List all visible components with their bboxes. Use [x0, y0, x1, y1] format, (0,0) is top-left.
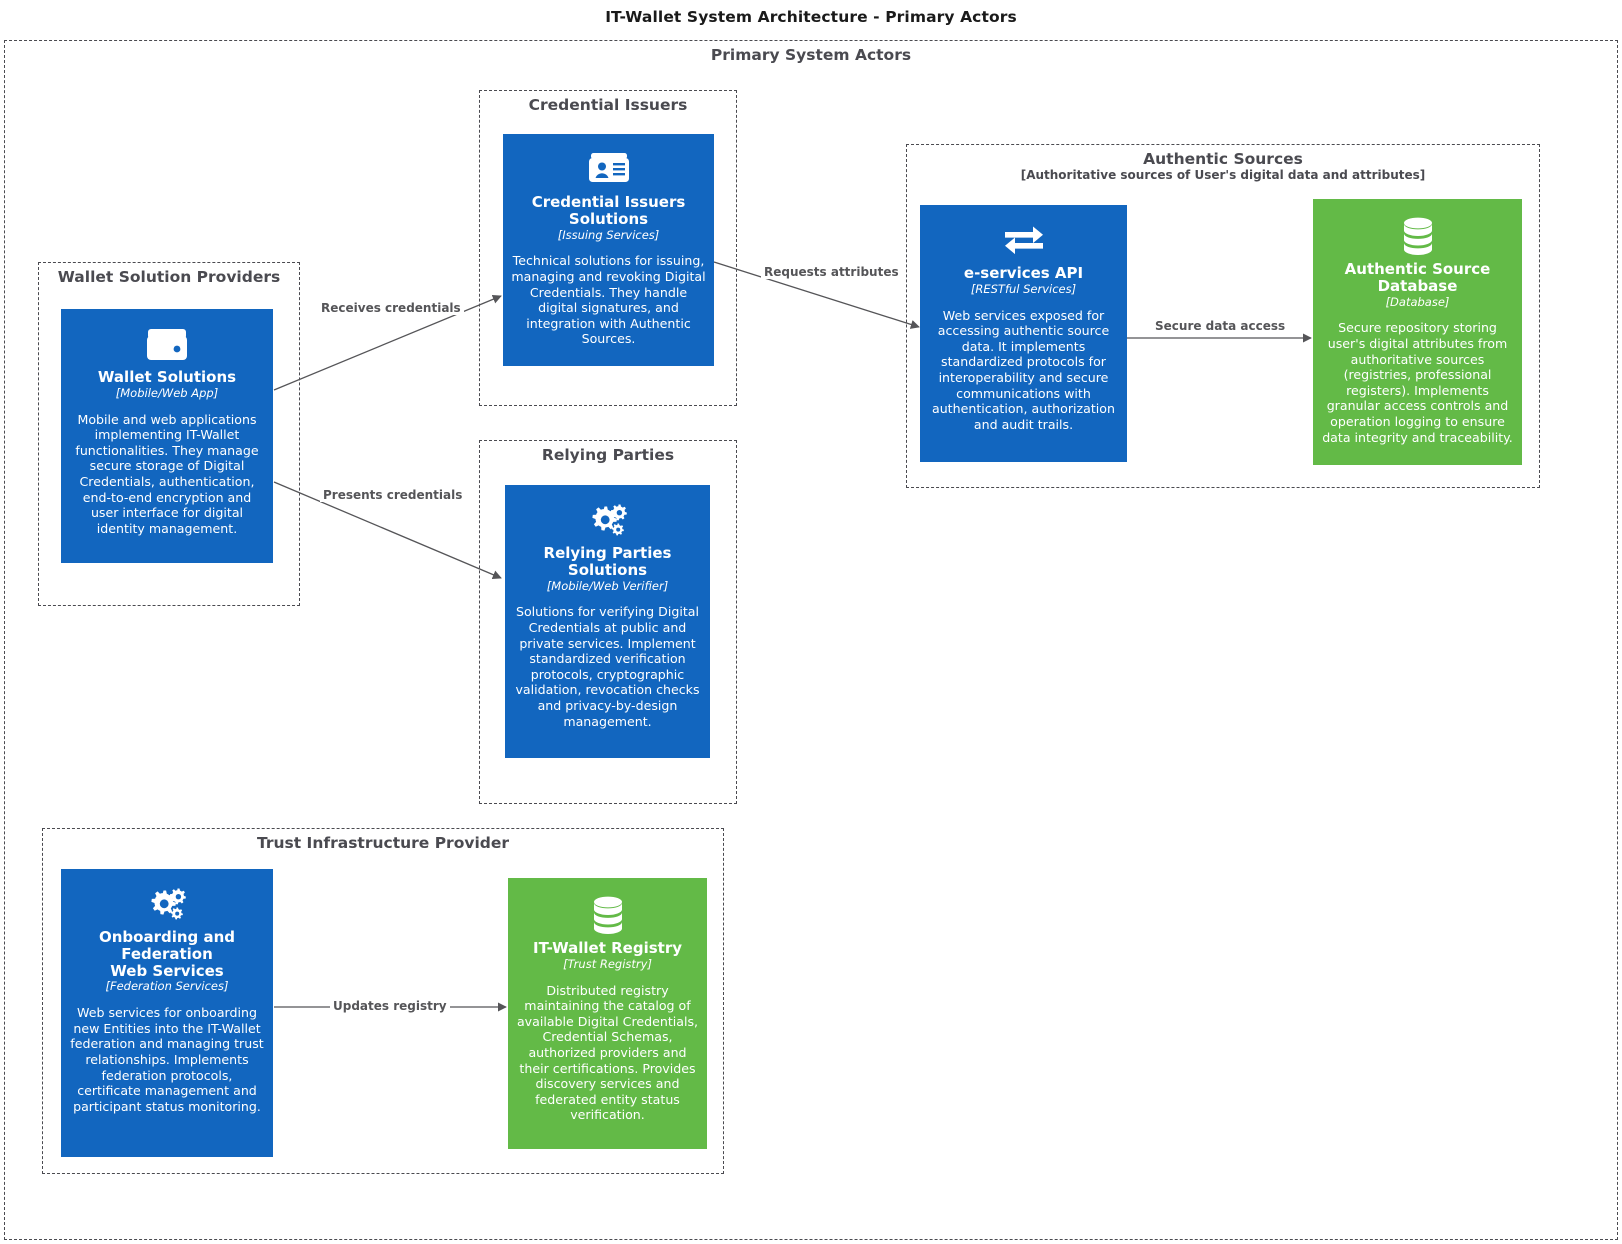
node-description: Technical solutions for issuing, managin…	[511, 253, 706, 347]
exchange-arrows-icon	[1001, 221, 1047, 259]
group-relying-parties-label: Relying Parties	[541, 446, 675, 464]
node-description: Distributed registry maintaining the cat…	[516, 982, 699, 1123]
node-description: Secure repository storing user's digital…	[1322, 320, 1513, 445]
node-stereotype: [RESTful Services]	[970, 281, 1077, 296]
wallet-icon	[145, 325, 189, 363]
node-stereotype: [Database]	[1385, 294, 1450, 309]
node-title-line3: Web Services	[110, 961, 224, 980]
group-trust-infrastructure-provider-label: Trust Infrastructure Provider	[256, 834, 510, 852]
node-title: Authentic Source Database	[1344, 260, 1491, 295]
node-eservices-api[interactable]: e-services API [RESTful Services] Web se…	[920, 205, 1127, 462]
group-primary-system-actors	[4, 40, 1618, 1240]
edge-label-updates-registry: Updates registry	[330, 999, 450, 1013]
gears-icon	[145, 885, 189, 923]
edge-label-requests-attributes: Requests attributes	[761, 265, 902, 279]
node-title: Relying Parties Solutions	[543, 544, 672, 579]
node-itwallet-registry[interactable]: IT-Wallet Registry [Trust Registry] Dist…	[508, 878, 707, 1149]
node-description: Solutions for verifying Digital Credenti…	[515, 604, 700, 729]
group-primary-system-actors-label: Primary System Actors	[710, 46, 912, 64]
node-stereotype: [Mobile/Web App]	[115, 385, 219, 400]
node-title-line2: Federation	[121, 944, 213, 963]
node-credential-issuers-solutions[interactable]: Credential Issuers Solutions [Issuing Se…	[503, 134, 714, 366]
group-authentic-sources-subtitle: [Authoritative sources of User's digital…	[1020, 168, 1426, 182]
node-description: Web services for onboarding new Entities…	[70, 1005, 264, 1114]
node-wallet-solutions[interactable]: Wallet Solutions [Mobile/Web App] Mobile…	[61, 309, 273, 563]
page-title: IT-Wallet System Architecture - Primary …	[605, 8, 1017, 26]
node-stereotype: [Mobile/Web Verifier]	[546, 578, 669, 593]
node-title: Wallet Solutions	[97, 368, 237, 386]
node-title: e-services API	[963, 264, 1084, 282]
edge-label-receives-credentials: Receives credentials	[318, 301, 464, 315]
id-card-icon	[587, 150, 631, 188]
node-stereotype: [Issuing Services]	[557, 227, 660, 242]
gears-icon	[586, 501, 630, 539]
node-description: Web services exposed for accessing authe…	[931, 307, 1115, 432]
group-credential-issuers-label: Credential Issuers	[528, 96, 688, 114]
group-wallet-solution-providers	[38, 262, 300, 606]
database-icon	[1396, 215, 1440, 255]
node-title: IT-Wallet Registry	[532, 939, 683, 957]
group-credential-issuers	[479, 90, 737, 406]
node-description: Mobile and web applications implementing…	[75, 411, 259, 536]
group-relying-parties	[479, 440, 737, 804]
group-authentic-sources-label: Authentic Sources	[1143, 150, 1303, 168]
edge-label-secure-data-access: Secure data access	[1152, 319, 1289, 333]
node-relying-parties-solutions[interactable]: Relying Parties Solutions [Mobile/Web Ve…	[505, 485, 710, 758]
group-trust-infrastructure-provider	[42, 828, 724, 1174]
node-title-line1: Onboarding and	[98, 928, 236, 946]
group-wallet-solution-providers-label: Wallet Solution Providers	[57, 268, 281, 286]
node-onboarding-federation-web-services[interactable]: Onboarding and Federation Web Services […	[61, 869, 273, 1157]
node-stereotype: [Federation Services]	[105, 979, 229, 994]
node-stereotype: [Trust Registry]	[563, 956, 652, 971]
node-title: Credential Issuers Solutions	[531, 193, 686, 228]
edge-label-presents-credentials: Presents credentials	[320, 488, 466, 502]
node-authentic-source-database[interactable]: Authentic Source Database [Database] Sec…	[1313, 199, 1522, 465]
database-icon	[586, 894, 630, 934]
